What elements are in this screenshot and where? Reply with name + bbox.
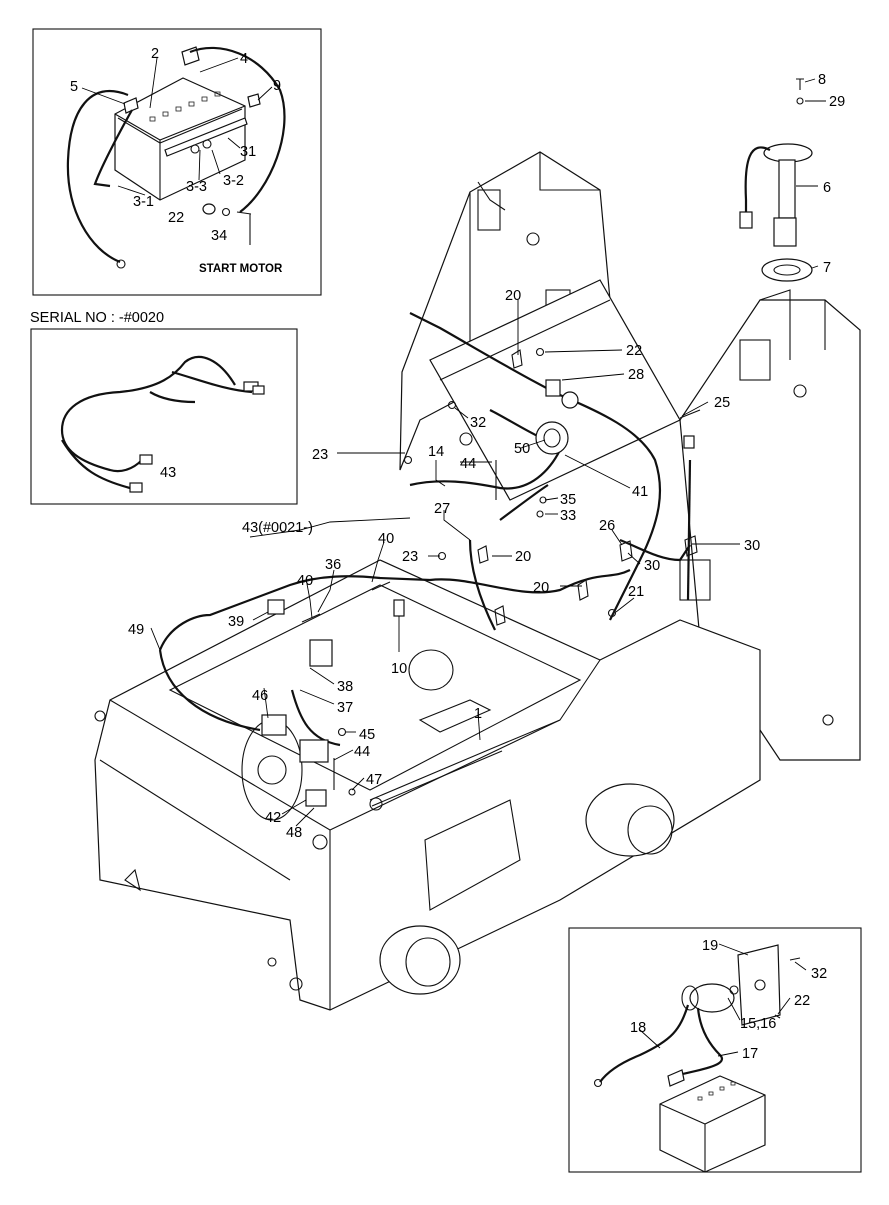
label-33: 33 — [560, 508, 576, 524]
label-40-b: 40 — [297, 573, 313, 589]
label-15-16: 15,16 — [740, 1016, 776, 1032]
label-4: 4 — [240, 51, 248, 67]
label-34: 34 — [211, 228, 227, 244]
label-32-a: 32 — [470, 415, 486, 431]
label-46: 46 — [252, 688, 268, 704]
label-41: 41 — [632, 484, 648, 500]
inset-keyswitch — [568, 927, 862, 1173]
label-8: 8 — [818, 72, 826, 88]
serial-caption: SERIAL NO : -#0020 — [30, 310, 164, 326]
battery — [114, 77, 246, 201]
label-36: 36 — [325, 557, 341, 573]
label-25: 25 — [714, 395, 730, 411]
label-37: 37 — [337, 700, 353, 716]
label-20-c: 20 — [533, 580, 549, 596]
label-23-a: 23 — [312, 447, 328, 463]
label-47: 47 — [366, 772, 382, 788]
label-26: 26 — [599, 518, 615, 534]
label-32-b: 32 — [811, 966, 827, 982]
label-45: 45 — [359, 727, 375, 743]
label-49: 49 — [128, 622, 144, 638]
label-22-a: 22 — [168, 210, 184, 226]
label-31: 31 — [240, 144, 256, 160]
label-43-a: 43 — [160, 465, 176, 481]
inset-harness — [30, 328, 298, 505]
main-harness — [158, 312, 701, 811]
label-22-b: 22 — [626, 343, 642, 359]
inset-battery — [32, 28, 322, 296]
label-28: 28 — [628, 367, 644, 383]
label-27: 27 — [434, 501, 450, 517]
label-21: 21 — [628, 584, 644, 600]
label-7: 7 — [823, 260, 831, 276]
part-labels: 2 4 5 9 31 3-3 3-2 3-1 22 34 8 29 6 7 43… — [70, 46, 845, 1062]
label-40-a: 40 — [378, 531, 394, 547]
label-3-3: 3-3 — [186, 179, 207, 195]
label-1: 1 — [474, 706, 482, 722]
label-2: 2 — [151, 46, 159, 62]
label-44-b: 44 — [354, 744, 370, 760]
label-48: 48 — [286, 825, 302, 841]
label-30-b: 30 — [744, 538, 760, 554]
label-10: 10 — [391, 661, 407, 677]
label-3-2: 3-2 — [223, 173, 244, 189]
label-42: 42 — [265, 810, 281, 826]
label-35: 35 — [560, 492, 576, 508]
label-18: 18 — [630, 1020, 646, 1036]
label-44-a: 44 — [460, 456, 476, 472]
label-50: 50 — [514, 441, 530, 457]
machine-frame — [94, 151, 861, 1011]
label-39: 39 — [228, 614, 244, 630]
label-9: 9 — [273, 78, 281, 94]
label-30-a: 30 — [644, 558, 660, 574]
leader-lines — [81, 57, 826, 1057]
start-motor-caption: START MOTOR — [199, 263, 283, 275]
label-19: 19 — [702, 938, 718, 954]
label-38: 38 — [337, 679, 353, 695]
label-5: 5 — [70, 79, 78, 95]
label-29: 29 — [829, 94, 845, 110]
label-22-c: 22 — [794, 993, 810, 1009]
label-20-b: 20 — [515, 549, 531, 565]
label-3-1: 3-1 — [133, 194, 154, 210]
label-23-b: 23 — [402, 549, 418, 565]
label-17: 17 — [742, 1046, 758, 1062]
label-43-b: 43(#0021-) — [242, 520, 313, 536]
label-6: 6 — [823, 180, 831, 196]
fuel-sender — [739, 78, 813, 282]
label-20-a: 20 — [505, 288, 521, 304]
label-14: 14 — [428, 444, 444, 460]
